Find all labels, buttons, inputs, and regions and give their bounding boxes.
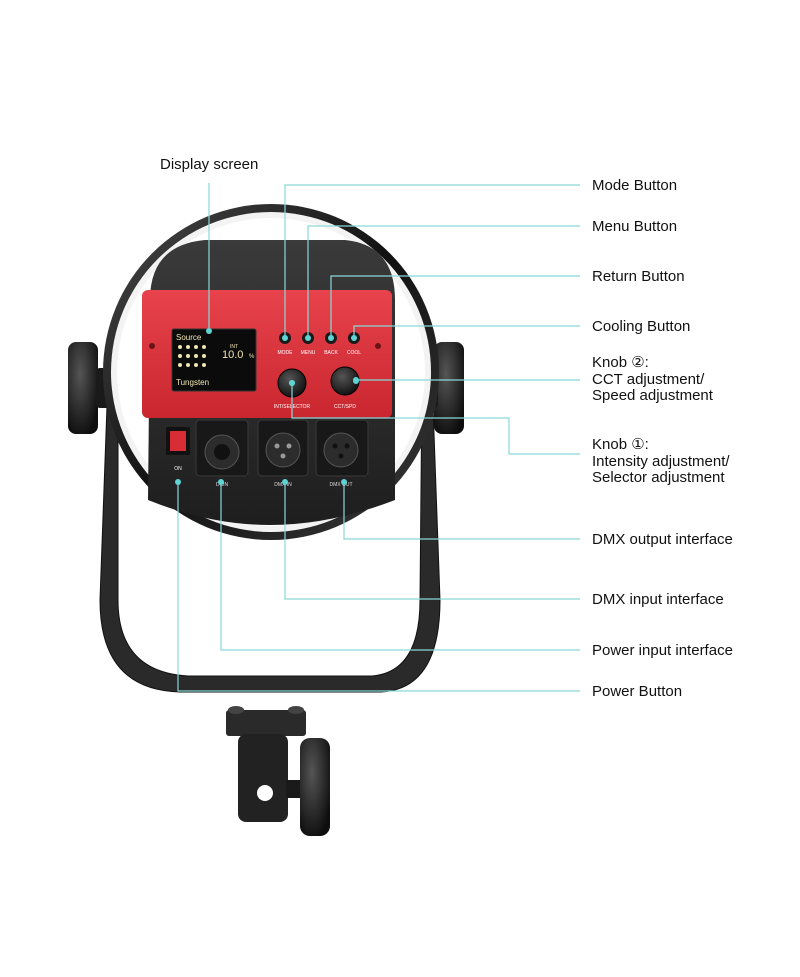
mount-locking-knob[interactable] [300, 738, 330, 836]
callout-cooling-button: Cooling Button [592, 318, 691, 335]
mode-button-label: MODE [278, 350, 294, 356]
callout-knob1-line1: Intensity adjustment/ [592, 453, 730, 470]
callout-dmx-input: DMX input interface [592, 591, 724, 608]
yoke-bracket [99, 377, 441, 693]
leader-return [330, 275, 580, 338]
callout-power-button: Power Button [592, 683, 683, 700]
callout-knob2-line1: CCT adjustment/ [592, 371, 705, 388]
cct-speed-knob[interactable]: CCT/SPD [330, 366, 360, 410]
display-value: 10.0 [222, 349, 243, 361]
display-preset-icons [178, 345, 206, 367]
callout-return-button: Return Button [592, 268, 685, 285]
dmx-input-label: DMX IN [274, 482, 292, 488]
leader-cooling [353, 325, 580, 338]
menu-button-label: MENU [301, 350, 316, 356]
back-button-label: BACK [324, 350, 338, 356]
cct-speed-knob-label: CCT/SPD [334, 404, 356, 410]
dmx-output-label: DMX OUT [329, 482, 352, 488]
callout-dmx-output: DMX output interface [592, 531, 733, 548]
display-preset-text: Tungsten [176, 378, 209, 387]
callout-display-screen: Display screen [160, 156, 259, 173]
leader-power-button [177, 482, 580, 692]
leader-power-in [220, 482, 580, 651]
callout-knob1-line2: Selector adjustment [592, 469, 725, 486]
leader-menu [307, 225, 580, 338]
leader-mode [284, 184, 580, 338]
display-source-text: Source [176, 333, 202, 342]
display-screen: Source INT 10.0 % Tungsten [171, 328, 257, 392]
callout-menu-button: Menu Button [592, 218, 678, 235]
display-unit: % [249, 354, 255, 360]
dmx-input-port[interactable]: DMX IN [257, 419, 309, 488]
callout-knob2-title: Knob ②: [592, 354, 649, 371]
cool-button-label: COOL [347, 350, 361, 356]
callout-power-input: Power input interface [592, 642, 733, 659]
power-switch[interactable]: ON [166, 427, 190, 472]
display-int-label: INT [230, 344, 238, 350]
leader-dmx-in [284, 482, 580, 600]
dc-input-port[interactable]: DCIN [195, 419, 249, 488]
leader-knob1 [291, 383, 580, 455]
dc-input-label: DCIN [216, 482, 229, 488]
callout-knob2-line2: Speed adjustment [592, 387, 713, 404]
dmx-output-port[interactable]: DMX OUT [315, 419, 369, 488]
callout-mode-button: Mode Button [592, 177, 678, 194]
callout-knob1-title: Knob ①: [592, 436, 649, 453]
leader-dmx-out [343, 482, 580, 540]
leader-lines [177, 183, 580, 692]
leader-end-dots [175, 328, 359, 485]
mount-bracket [226, 706, 306, 822]
power-switch-label: ON [174, 466, 182, 472]
